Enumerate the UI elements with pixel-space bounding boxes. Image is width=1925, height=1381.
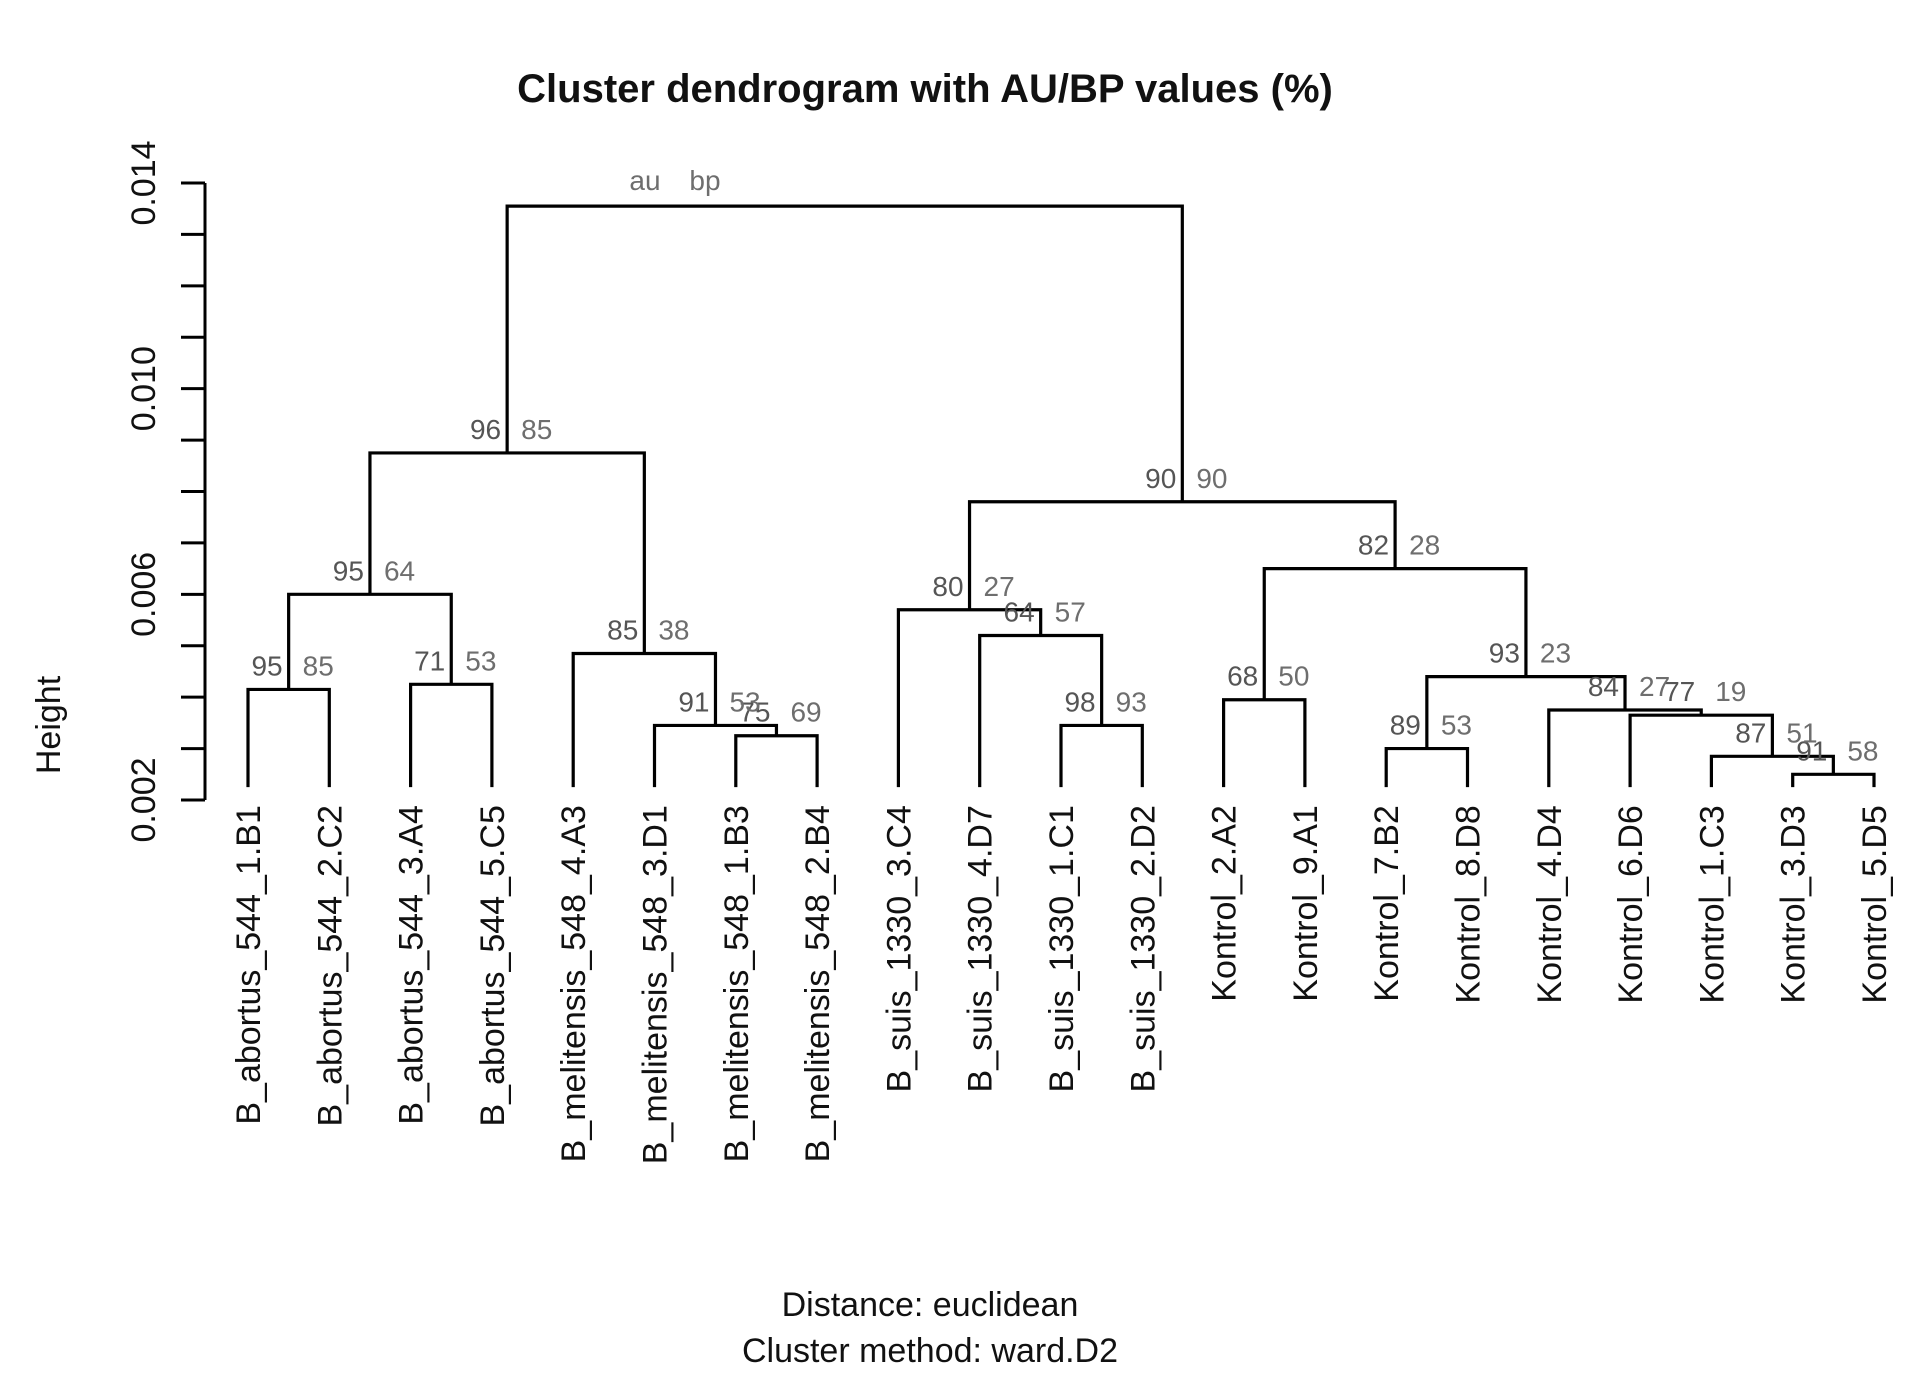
branch-m2 [409, 682, 494, 788]
leaf-label: Kontrol_8.D8 [1450, 805, 1488, 1003]
bp-value-m13: 58 [1847, 735, 1878, 766]
bp-value-m15: 19 [1715, 676, 1746, 707]
branch-m14 [1709, 754, 1835, 788]
au-value-m7: 96 [470, 414, 501, 445]
leaf-label: B_abortus_544_3.A4 [393, 805, 431, 1124]
leaf-label: Kontrol_5.D5 [1856, 805, 1894, 1003]
bp-value-m4: 69 [790, 697, 821, 728]
leaf-label: Kontrol_4.D4 [1531, 805, 1569, 1003]
branch-m8 [1059, 723, 1144, 788]
au-value-m5: 91 [678, 686, 709, 717]
y-tick-label: 0.014 [125, 140, 163, 225]
leaf-label: Kontrol_6.D6 [1612, 805, 1650, 1003]
leaf-label: B_suis_1330_2.D2 [1124, 805, 1162, 1092]
branch-m19 [967, 500, 1397, 610]
leaf-label: Kontrol_2.A2 [1206, 805, 1244, 1002]
leaf-label: B_melitensis_548_4.A3 [555, 805, 593, 1162]
bp-value-m17: 23 [1540, 638, 1571, 669]
bp-value-m8: 93 [1116, 686, 1147, 717]
dendrogram-branches [246, 204, 1876, 788]
au-value-m9: 64 [1004, 596, 1035, 627]
y-axis: 0.002 0.006 0.010 0.014 [125, 140, 207, 843]
branch-m11 [1222, 698, 1307, 788]
bp-value-m9: 57 [1055, 596, 1086, 627]
leaf-label: B_melitensis_548_1.B3 [718, 805, 756, 1162]
bp-value-m7: 85 [521, 414, 552, 445]
bp-value-m3: 64 [384, 555, 415, 586]
bp-value-m16: 27 [1639, 671, 1670, 702]
branch-m12 [1384, 746, 1470, 788]
y-tick-label: 0.006 [125, 552, 163, 637]
distance-caption: Distance: euclidean [782, 1286, 1079, 1324]
leaf-label: B_melitensis_548_2.B4 [799, 805, 837, 1162]
branch-m1 [246, 687, 331, 788]
branch-m9 [978, 633, 1104, 788]
au-header-label: au [629, 165, 660, 196]
leaf-label: Kontrol_9.A1 [1287, 805, 1325, 1002]
leaf-label: B_suis_1330_1.C1 [1043, 805, 1081, 1092]
leaf-label: Kontrol_3.D3 [1775, 805, 1813, 1003]
au-value-m12: 89 [1390, 710, 1421, 741]
branch-m5 [652, 723, 779, 788]
au-value-m16: 84 [1588, 671, 1619, 702]
branch-m13 [1791, 772, 1876, 788]
au-value-m4: 75 [739, 697, 770, 728]
bp-value-m11: 50 [1278, 661, 1309, 692]
au-value-m6: 85 [607, 614, 638, 645]
leaf-label: Kontrol_7.B2 [1368, 805, 1406, 1002]
au-value-m2: 71 [414, 645, 445, 676]
branch-m4 [734, 734, 819, 788]
y-tick-label: 0.010 [125, 346, 163, 431]
leaf-label: B_abortus_544_1.B1 [230, 805, 268, 1124]
branch-m20 [505, 204, 1184, 502]
leaf-label: B_suis_1330_3.C4 [880, 805, 918, 1092]
au-value-m8: 98 [1064, 686, 1095, 717]
bp-value-m6: 38 [658, 614, 689, 645]
leaf-label: B_suis_1330_4.D7 [962, 805, 1000, 1092]
bp-value-m10: 27 [984, 571, 1015, 602]
bp-value-m18: 28 [1409, 530, 1440, 561]
leaf-label: B_abortus_544_2.C2 [311, 805, 349, 1126]
branch-m16 [1547, 708, 1703, 788]
y-tick-label: 0.002 [125, 757, 163, 842]
au-value-m14: 87 [1735, 717, 1766, 748]
bp-value-m2: 53 [465, 645, 496, 676]
leaf-label: B_melitensis_548_3.D1 [637, 805, 675, 1164]
au-value-m15: 77 [1664, 676, 1695, 707]
method-caption: Cluster method: ward.D2 [742, 1332, 1118, 1370]
au-value-m10: 80 [932, 571, 963, 602]
bp-header-label: bp [689, 165, 720, 196]
merge-value-labels: 95 85 71 53 95 64 75 69 91 53 85 38 96 85 98 93 64 57 80 27… [251, 414, 1878, 766]
au-value-m11: 68 [1227, 661, 1258, 692]
au-value-m1: 95 [251, 650, 282, 681]
leaf-labels: B_abortus_544_1.B1 B_abortus_544_2.C2 B_ab… [230, 805, 1894, 1164]
bp-value-m19: 90 [1196, 463, 1227, 494]
chart-title: Cluster dendrogram with AU/BP values (%) [517, 67, 1333, 111]
y-ticks: 0.002 0.006 0.010 0.014 [125, 140, 205, 843]
au-value-m3: 95 [333, 555, 364, 586]
leaf-label: Kontrol_1.C3 [1693, 805, 1731, 1003]
branch-m7 [368, 451, 646, 654]
au-value-m19: 90 [1145, 463, 1176, 494]
bp-value-m1: 85 [303, 650, 334, 681]
bp-value-m14: 51 [1786, 717, 1817, 748]
au-value-m18: 82 [1358, 530, 1389, 561]
y-axis-label: Height [30, 675, 68, 774]
branch-m6 [571, 651, 718, 788]
au-value-m17: 93 [1489, 638, 1520, 669]
bp-value-m5: 53 [729, 686, 760, 717]
bp-value-m12: 53 [1441, 710, 1472, 741]
au-value-m13: 91 [1796, 735, 1827, 766]
leaf-label: B_abortus_544_5.C5 [474, 805, 512, 1126]
